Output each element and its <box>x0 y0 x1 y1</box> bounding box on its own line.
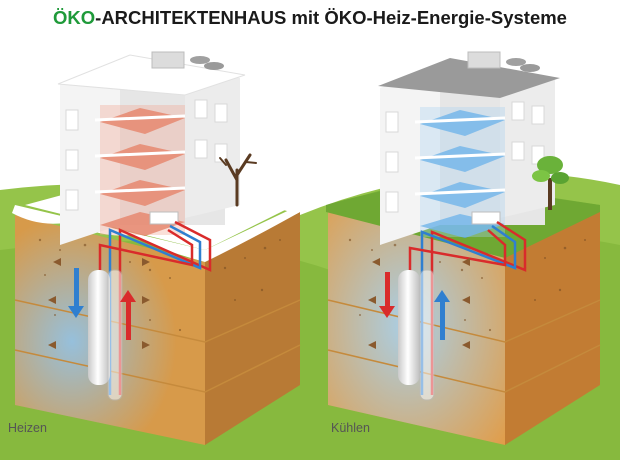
diagram-title: ÖKO-ARCHITEKTENHAUS mit ÖKO-Heiz-Energie… <box>0 2 620 34</box>
title-rest: -ARCHITEKTENHAUS mit ÖKO-Heiz-Energie-Sy… <box>95 7 567 28</box>
roof-fan-icon <box>506 58 526 66</box>
heating-panel <box>12 51 301 445</box>
title-highlight: ÖKO <box>53 7 96 28</box>
snow-edge <box>12 205 300 262</box>
ventilation-unit-icon <box>151 51 185 69</box>
soil-speckles <box>348 238 586 332</box>
arrow-up-icon <box>120 290 136 340</box>
heat-flow-markers <box>48 258 150 349</box>
geothermal-probe <box>398 270 420 385</box>
soil-front-right <box>205 212 300 445</box>
heated-floors <box>100 105 185 236</box>
soil-layer <box>14 344 301 393</box>
roof-fan-icon <box>520 64 540 72</box>
cooling-panel <box>326 51 601 445</box>
arrow-down-icon <box>68 268 84 318</box>
roof-fan-icon <box>204 62 224 70</box>
soil-front-right <box>505 205 600 445</box>
soil-layer <box>327 344 601 393</box>
green-roof <box>378 58 560 98</box>
roof-fan-icon <box>190 56 210 64</box>
floor-dividers <box>94 114 186 194</box>
snow-roof <box>57 54 246 96</box>
arrow-down-icon <box>379 272 395 318</box>
heat-flow-markers <box>368 258 470 349</box>
heat-pump-unit-icon <box>471 211 501 225</box>
cooling-caption: Kühlen <box>331 421 370 435</box>
arrow-up-icon <box>434 290 450 340</box>
geothermal-probe <box>107 269 123 401</box>
heating-caption: Heizen <box>8 421 47 435</box>
geothermal-probe <box>419 269 435 401</box>
bare-tree-icon <box>219 153 257 207</box>
floor-dividers <box>414 116 506 196</box>
ventilation-unit-icon <box>467 51 501 69</box>
heat-pump-unit-icon <box>149 211 179 225</box>
leafy-tree-icon <box>532 156 569 210</box>
geothermal-probe <box>88 270 110 385</box>
facade-windows <box>65 99 228 211</box>
